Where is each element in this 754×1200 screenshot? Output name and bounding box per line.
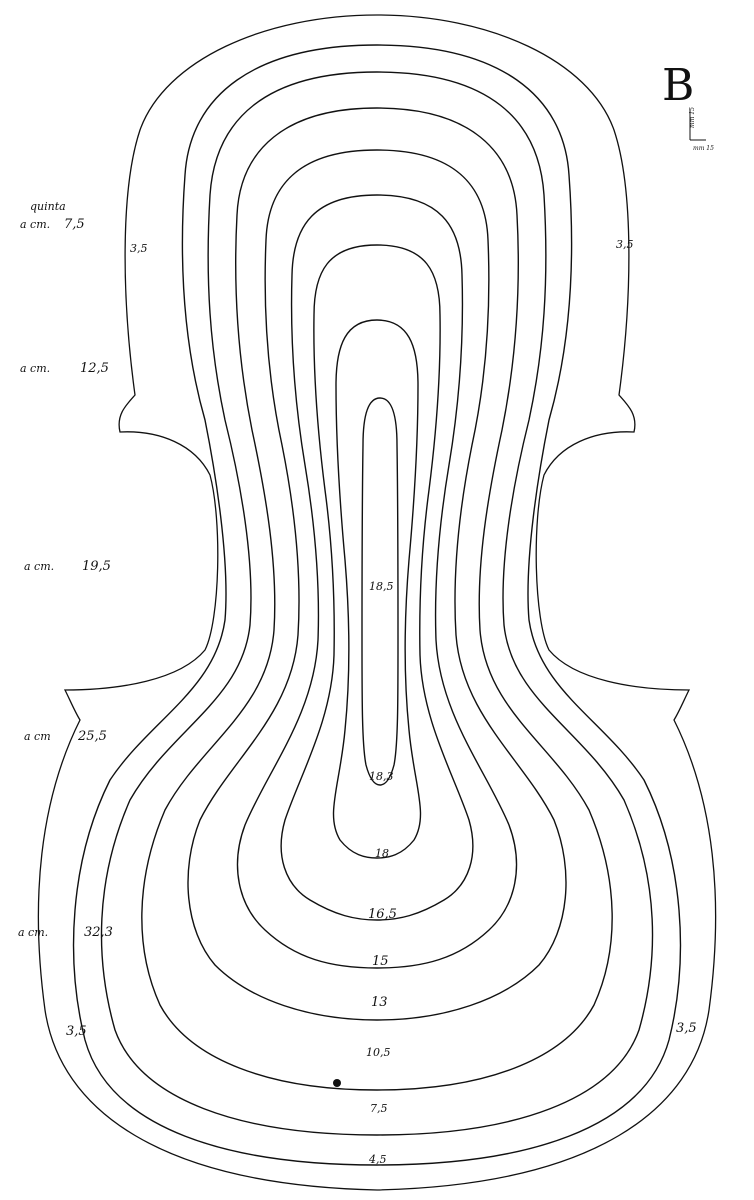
scale-note-top: mm 15 <box>689 107 696 128</box>
contour-line-18-3 <box>361 397 399 786</box>
side-measurement: a cm. 12,5 <box>20 361 109 376</box>
side-measurement: a cm. 7,5 <box>20 217 85 232</box>
contour-line-10-5 <box>141 107 613 1091</box>
contour-line-15 <box>236 194 518 969</box>
contour-line-16-5 <box>280 244 474 921</box>
side-measurement-prefix: a cm. <box>24 560 54 573</box>
scale-note: mm 15 mm 15 <box>689 107 714 152</box>
contour-label: 18 <box>375 847 389 860</box>
side-measurement-prefix: a cm. <box>20 218 50 231</box>
side-measurement-value: 19,5 <box>82 559 111 574</box>
violin-outline <box>37 14 717 1191</box>
edge-thickness-lower-left: 3,5 <box>66 1024 87 1039</box>
contour-label: 18,3 <box>369 770 394 783</box>
contour-label: 7,5 <box>370 1102 388 1115</box>
side-measurement-value: 25,5 <box>77 729 107 744</box>
side-measurement-value: 32,3 <box>84 925 113 940</box>
contour-line-7-5 <box>100 71 654 1136</box>
edge-thickness-upper-left: 3,5 <box>130 242 148 255</box>
side-measurement: a cm. 32,3 <box>18 925 113 940</box>
side-measurement-value: 12,5 <box>80 361 109 376</box>
side-measurement: a cm. 19,5 <box>24 559 111 574</box>
contour-label: 18,5 <box>369 580 394 593</box>
edge-thickness-lower-right: 3,5 <box>676 1021 697 1036</box>
contour-line-18 <box>332 319 422 859</box>
ink-dot <box>333 1079 341 1087</box>
plate-letter: B <box>662 60 694 111</box>
side-measurement-prefix: a cm <box>24 730 51 743</box>
contour-label: 15 <box>372 954 389 969</box>
contour-label: 16,5 <box>368 907 397 922</box>
contour-label: 10,5 <box>366 1046 391 1059</box>
scale-note-bottom: mm 15 <box>693 145 714 152</box>
side-measurement-prefix: a cm. <box>20 362 50 375</box>
header-label: quinta <box>30 200 66 213</box>
side-measurement-prefix: a cm. <box>18 926 48 939</box>
contour-line-13 <box>187 149 567 1021</box>
side-measurement-value: 7,5 <box>64 217 85 232</box>
side-measurement: a cm 25,5 <box>24 729 107 744</box>
contour-label: 4,5 <box>368 1153 387 1166</box>
edge-thickness-upper-right: 3,5 <box>616 238 634 251</box>
contour-label: 13 <box>371 995 388 1010</box>
contour-line-4-5 <box>72 44 682 1166</box>
